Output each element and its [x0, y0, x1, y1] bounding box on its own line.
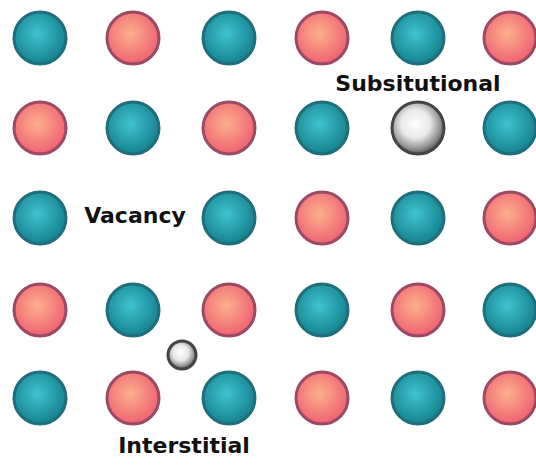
host-atom [203, 284, 255, 336]
host-atom [107, 284, 159, 336]
host-atom [107, 372, 159, 424]
interstitial-atom [168, 341, 196, 369]
host-atom [107, 12, 159, 64]
host-atom [484, 192, 536, 244]
host-atom [392, 12, 444, 64]
host-atom [296, 372, 348, 424]
host-atom [296, 102, 348, 154]
host-atom [203, 102, 255, 154]
host-atom [203, 12, 255, 64]
host-atom [484, 12, 536, 64]
defect-label: Interstitial [118, 433, 250, 459]
substitutional-atom [392, 102, 444, 154]
host-atom [14, 192, 66, 244]
defect-label: Vacancy [84, 203, 186, 229]
defect-label: Subsitutional [335, 71, 500, 97]
host-atom [14, 12, 66, 64]
host-atom [296, 192, 348, 244]
host-atom [107, 102, 159, 154]
host-atom [392, 284, 444, 336]
host-atom [392, 192, 444, 244]
host-atom [484, 284, 536, 336]
host-atom [484, 372, 536, 424]
host-atom [484, 102, 536, 154]
host-atom [296, 284, 348, 336]
host-atom [203, 372, 255, 424]
host-atom [203, 192, 255, 244]
host-atom [14, 102, 66, 154]
host-atom [296, 12, 348, 64]
host-atom [14, 284, 66, 336]
host-atom [392, 372, 444, 424]
host-atom [14, 372, 66, 424]
